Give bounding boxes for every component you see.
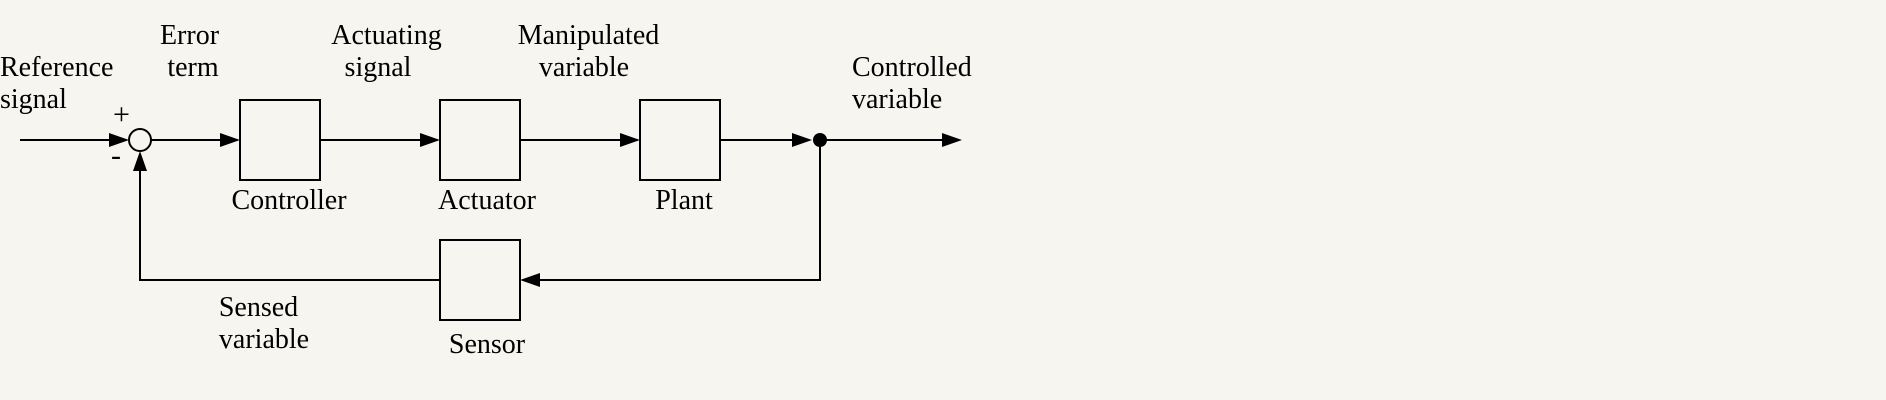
manipulated-variable-label: Manipulated variable — [518, 20, 667, 83]
controller-block — [239, 99, 321, 181]
controlled-arrowhead — [942, 133, 962, 147]
controller-label: Controller — [231, 185, 347, 216]
controlled-variable-label: Controlled variable — [852, 52, 979, 115]
actuator-block — [439, 99, 521, 181]
sensed-arrowhead — [133, 151, 147, 171]
error-term-label: Error term — [160, 20, 226, 83]
reference-signal-label: Reference signal — [0, 52, 120, 115]
plus-sign: + — [113, 98, 130, 131]
actuator-label: Actuator — [438, 185, 537, 216]
sensor-label: Sensor — [449, 329, 526, 360]
manipulated-arrowhead — [620, 133, 640, 147]
plant-label: Plant — [655, 185, 713, 216]
feedback-wire — [536, 140, 821, 281]
sensed-wire — [139, 168, 440, 281]
error-arrowhead — [220, 133, 240, 147]
plant-output-arrowhead — [792, 133, 812, 147]
actuating-signal-label: Actuating signal — [331, 20, 448, 83]
plant-block — [639, 99, 721, 181]
sensed-variable-label: Sensed variable — [219, 292, 309, 355]
reference-arrowhead — [109, 133, 129, 147]
actuating-arrowhead — [420, 133, 440, 147]
feedback-arrowhead — [520, 273, 540, 287]
minus-sign: - — [111, 139, 121, 172]
sensor-block — [439, 239, 521, 321]
summing-junction — [128, 128, 152, 152]
